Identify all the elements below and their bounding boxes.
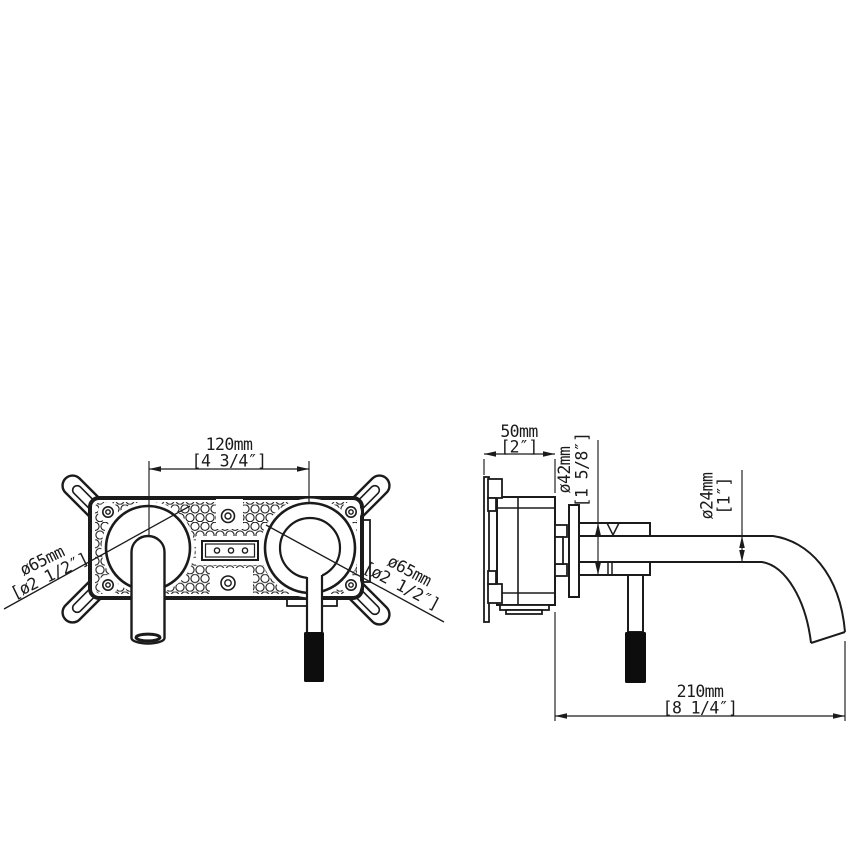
wall-plate-edge: [483, 476, 490, 623]
dimension-spout-diameter: ø24mm [1″]: [698, 470, 745, 562]
dim-120mm-metric: 120mm: [206, 435, 253, 454]
screw-corner-bottom-left: [102, 578, 115, 591]
spout-opening: [134, 632, 162, 643]
side-view: 50mm [2″] ø42mm [1 5/8″] ø24mm [1″] 210: [483, 422, 846, 721]
dimension-center-distance: 120mm [4 3/4″]: [148, 435, 310, 536]
dim-50mm-metric: 50mm: [500, 422, 538, 441]
valve-stem: [554, 536, 564, 565]
dim-50mm-imperial: [2″]: [500, 438, 537, 457]
dia-24mm-metric: ø24mm: [698, 472, 717, 519]
dim-210mm-imperial: [8 1/4″]: [663, 699, 738, 718]
valve-body: [496, 496, 556, 606]
escutcheon-plate: [568, 504, 580, 598]
spout-side: [579, 535, 846, 644]
front-view: 120mm [4 3/4″] ø65mm [ø2 1/2″] ø65mm [ø2…: [3, 435, 445, 682]
dim-210mm-metric: 210mm: [677, 682, 724, 701]
dim-120mm-imperial: [4 3/4″]: [192, 452, 267, 471]
dia-42mm-imperial: [1 5/8″]: [573, 433, 592, 508]
center-bracket: [201, 540, 259, 561]
handle-rod-side: [627, 574, 644, 633]
screw-bottom-center: [220, 575, 236, 591]
screw-corner-top-right: [344, 505, 357, 518]
spout-front: [130, 534, 166, 645]
handle-grip-front: [304, 632, 324, 682]
dimension-spout-reach: 210mm [8 1/4″]: [554, 612, 846, 721]
dimension-flange-diameter: ø42mm [1 5/8″]: [555, 433, 601, 575]
dimension-wall-depth: 50mm [2″]: [483, 422, 556, 493]
spout-flange: [578, 522, 651, 576]
screw-corner-bottom-right: [344, 578, 357, 591]
dia-42mm-metric: ø42mm: [555, 446, 574, 493]
dia-24mm-imperial: [1″]: [715, 477, 734, 514]
screw-top-center: [220, 508, 236, 524]
bracket-tab-bottom: [487, 583, 503, 604]
bracket-tab-top: [487, 478, 503, 499]
handle-grip-side: [625, 632, 646, 683]
screw-corner-top-left: [102, 505, 115, 518]
